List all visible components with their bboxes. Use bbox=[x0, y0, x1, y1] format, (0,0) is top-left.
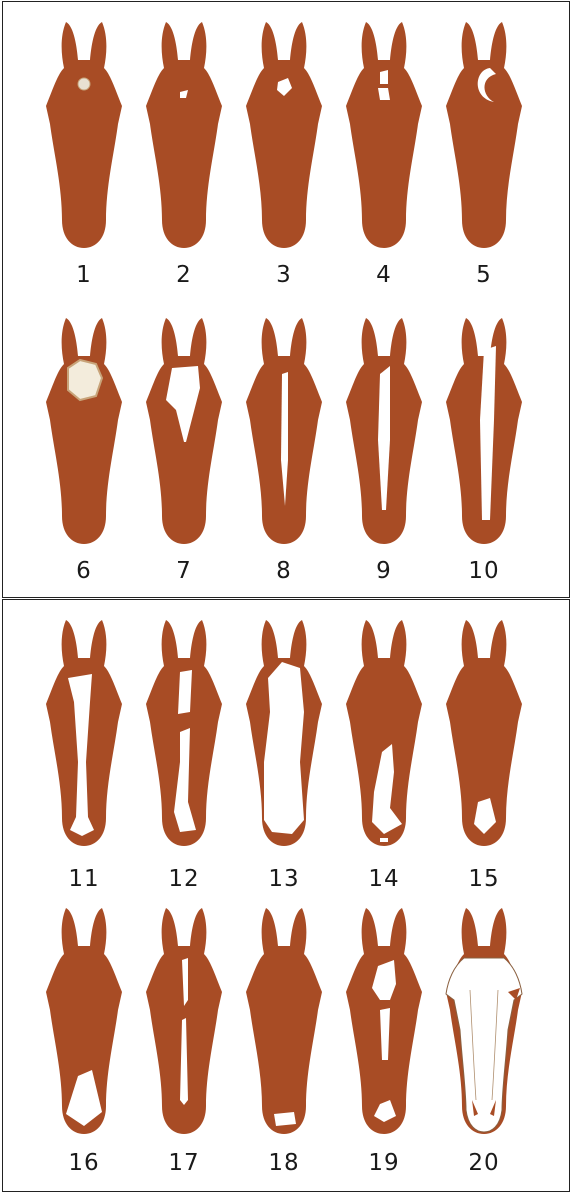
horse-head-figure: 2 bbox=[134, 14, 234, 264]
figure-number-label: 6 bbox=[34, 558, 134, 584]
horse-head-figure: 15 bbox=[434, 612, 534, 862]
figure-number-label: 3 bbox=[234, 262, 334, 288]
horse-head-figure: 17 bbox=[134, 900, 234, 1150]
figure-number-label: 19 bbox=[334, 1150, 434, 1176]
horse-head-icon bbox=[44, 900, 124, 1140]
horse-head-icon bbox=[44, 14, 124, 254]
horse-head-icon bbox=[144, 612, 224, 852]
figure-number-label: 16 bbox=[34, 1150, 134, 1176]
figure-number-label: 9 bbox=[334, 558, 434, 584]
horse-head-figure: 14 bbox=[334, 612, 434, 862]
figure-number-label: 4 bbox=[334, 262, 434, 288]
horse-head-icon bbox=[344, 14, 424, 254]
horse-head-icon bbox=[244, 310, 324, 550]
marking-shape bbox=[78, 78, 90, 90]
figure-number-label: 11 bbox=[34, 866, 134, 892]
horse-head-figure: 13 bbox=[234, 612, 334, 862]
figure-number-label: 8 bbox=[234, 558, 334, 584]
horse-head-figure: 16 bbox=[34, 900, 134, 1150]
horse-head-icon bbox=[344, 310, 424, 550]
figure-number-label: 14 bbox=[334, 866, 434, 892]
horse-head-icon bbox=[144, 900, 224, 1140]
figure-number-label: 17 bbox=[134, 1150, 234, 1176]
marking-shape bbox=[264, 662, 304, 834]
horse-head-icon bbox=[244, 14, 324, 254]
horse-head-figure: 18 bbox=[234, 900, 334, 1150]
horse-head-figure: 11 bbox=[34, 612, 134, 862]
horse-head-icon bbox=[144, 14, 224, 254]
figure-number-label: 13 bbox=[234, 866, 334, 892]
horse-head-figure: 10 bbox=[434, 310, 534, 560]
figure-number-label: 5 bbox=[434, 262, 534, 288]
horse-head-icon bbox=[444, 14, 524, 254]
horse-head-icon bbox=[244, 612, 324, 852]
figure-number-label: 7 bbox=[134, 558, 234, 584]
horse-head-figure: 9 bbox=[334, 310, 434, 560]
horse-head-figure: 4 bbox=[334, 14, 434, 264]
horse-head-icon bbox=[444, 310, 524, 550]
horse-head-figure: 3 bbox=[234, 14, 334, 264]
figure-number-label: 18 bbox=[234, 1150, 334, 1176]
figure-number-label: 20 bbox=[434, 1150, 534, 1176]
horse-head-icon bbox=[44, 612, 124, 852]
horse-head-icon bbox=[344, 612, 424, 852]
horse-head-figure: 8 bbox=[234, 310, 334, 560]
horse-head-figure: 20 bbox=[434, 900, 534, 1150]
figure-number-label: 15 bbox=[434, 866, 534, 892]
horse-head-icon bbox=[244, 900, 324, 1140]
horse-head-figure: 19 bbox=[334, 900, 434, 1150]
horse-head-icon bbox=[144, 310, 224, 550]
marking-shape bbox=[274, 1112, 296, 1126]
horse-head-figure: 5 bbox=[434, 14, 534, 264]
horse-head-icon bbox=[444, 612, 524, 852]
horse-head-figure: 6 bbox=[34, 310, 134, 560]
horse-head-icon bbox=[44, 310, 124, 550]
horse-head-figure: 12 bbox=[134, 612, 234, 862]
figure-number-label: 12 bbox=[134, 866, 234, 892]
marking-shape bbox=[68, 360, 102, 400]
horse-head-figure: 1 bbox=[34, 14, 134, 264]
figure-number-label: 2 bbox=[134, 262, 234, 288]
figure-number-label: 1 bbox=[34, 262, 134, 288]
figure-number-label: 10 bbox=[434, 558, 534, 584]
horse-head-figure: 7 bbox=[134, 310, 234, 560]
horse-head-icon bbox=[344, 900, 424, 1140]
horse-head-icon bbox=[444, 900, 524, 1140]
